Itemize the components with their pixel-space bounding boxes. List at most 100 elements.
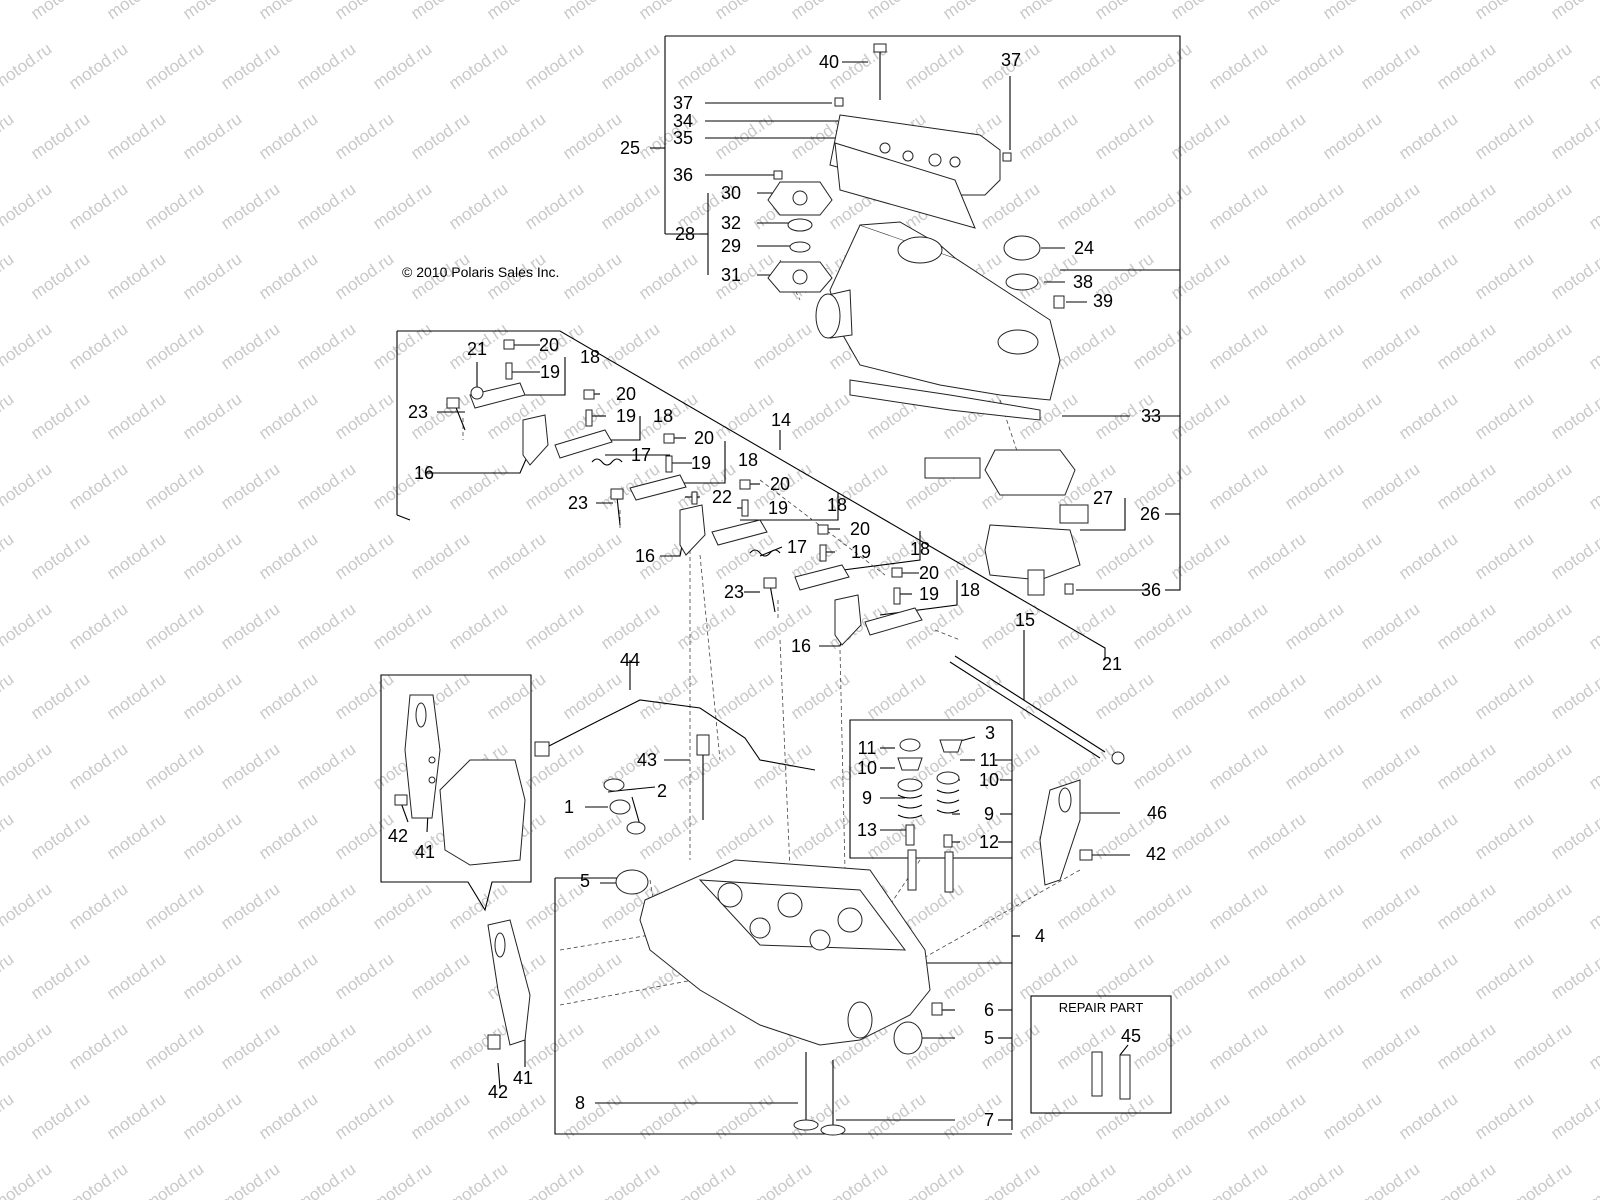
- watermark-text: motod.ru: [1243, 109, 1309, 163]
- watermark-text: motod.ru: [1129, 879, 1195, 933]
- watermark-text: motod.ru: [1167, 809, 1233, 863]
- callout-42-2: 42: [1146, 844, 1166, 864]
- callout-23-2: 23: [568, 493, 588, 513]
- watermark-text: motod.ru: [1091, 109, 1157, 163]
- watermark-text: motod.ru: [369, 179, 435, 233]
- watermark-text: motod.ru: [863, 669, 929, 723]
- watermark-text: motod.ru: [1281, 599, 1347, 653]
- watermark-text: motod.ru: [749, 739, 815, 793]
- watermark-text: motod.ru: [863, 0, 929, 23]
- watermark-text: motod.ru: [141, 739, 207, 793]
- watermark-text: motod.ru: [1585, 179, 1600, 233]
- watermark-text: motod.ru: [1471, 0, 1537, 23]
- watermark-text: motod.ru: [27, 0, 93, 23]
- watermark-text: motod.ru: [141, 459, 207, 513]
- watermark-text: motod.ru: [1585, 879, 1600, 933]
- watermark-text: motod.ru: [1319, 949, 1385, 1003]
- watermark-text: motod.ru: [1205, 179, 1271, 233]
- watermark-text: motod.ru: [1129, 39, 1195, 93]
- callout-31: 31: [721, 265, 741, 285]
- watermark-text: motod.ru: [673, 1159, 739, 1200]
- watermark-text: motod.ru: [445, 599, 511, 653]
- watermark-text: motod.ru: [559, 949, 625, 1003]
- callout-19-4: 19: [768, 498, 788, 518]
- watermark-text: motod.ru: [1357, 179, 1423, 233]
- watermark-text: motod.ru: [521, 39, 587, 93]
- watermark-text: motod.ru: [103, 529, 169, 583]
- watermark-text: motod.ru: [1319, 249, 1385, 303]
- watermark-text: motod.ru: [141, 879, 207, 933]
- callout-36-2: 36: [1141, 580, 1161, 600]
- callout-18-4: 18: [827, 495, 847, 515]
- watermark-text: motod.ru: [331, 529, 397, 583]
- watermark-text: motod.ru: [331, 389, 397, 443]
- watermark-text: motod.ru: [1357, 1159, 1423, 1200]
- watermark-text: motod.ru: [1129, 739, 1195, 793]
- watermark-text: motod.ru: [1471, 109, 1537, 163]
- watermark-text: motod.ru: [103, 249, 169, 303]
- callout-23-1: 23: [408, 402, 428, 422]
- watermark-text: motod.ru: [103, 1089, 169, 1143]
- watermark-text: motod.ru: [1243, 529, 1309, 583]
- watermark-text: motod.ru: [1509, 1159, 1575, 1200]
- watermark-text: motod.ru: [141, 1019, 207, 1073]
- watermark-text: motod.ru: [255, 0, 321, 23]
- watermark-text: motod.ru: [1547, 669, 1600, 723]
- watermark-text: motod.ru: [1053, 1159, 1119, 1200]
- watermark-text: motod.ru: [0, 529, 17, 583]
- watermark-text: motod.ru: [293, 1019, 359, 1073]
- watermark-text: motod.ru: [1319, 389, 1385, 443]
- watermark-text: motod.ru: [1585, 1019, 1600, 1073]
- watermark-text: motod.ru: [597, 1019, 663, 1073]
- callout-37-2: 37: [1001, 50, 1021, 70]
- watermark-text: motod.ru: [369, 1159, 435, 1200]
- watermark-text: motod.ru: [0, 669, 17, 723]
- callout-15: 15: [1015, 610, 1035, 630]
- watermark-text: motod.ru: [217, 879, 283, 933]
- watermark-text: motod.ru: [1319, 0, 1385, 23]
- watermark-text: motod.ru: [483, 109, 549, 163]
- watermark-text: motod.ru: [1433, 39, 1499, 93]
- watermark-text: motod.ru: [179, 109, 245, 163]
- watermark-text: motod.ru: [1015, 0, 1081, 23]
- watermark-text: motod.ru: [1129, 179, 1195, 233]
- watermark-text: motod.ru: [0, 1019, 55, 1073]
- watermark-text: motod.ru: [293, 459, 359, 513]
- callout-18-6: 18: [960, 580, 980, 600]
- watermark-text: motod.ru: [1281, 459, 1347, 513]
- callout-19-6: 19: [919, 584, 939, 604]
- watermark-text: motod.ru: [1281, 1159, 1347, 1200]
- watermark-text: motod.ru: [1243, 669, 1309, 723]
- watermark-text: motod.ru: [1395, 389, 1461, 443]
- copyright-text: © 2010 Polaris Sales Inc.: [402, 264, 559, 280]
- callout-11-1: 11: [858, 738, 877, 758]
- callout-21-1: 21: [467, 339, 487, 359]
- callout-39: 39: [1093, 291, 1113, 311]
- watermark-text: motod.ru: [217, 1019, 283, 1073]
- watermark-text: motod.ru: [1091, 529, 1157, 583]
- watermark-text: motod.ru: [1053, 1019, 1119, 1073]
- watermark-text: motod.ru: [293, 1159, 359, 1200]
- callout-20-1: 20: [539, 335, 559, 355]
- callout-13: 13: [857, 820, 877, 840]
- watermark-text: motod.ru: [0, 1089, 17, 1143]
- watermark-text: motod.ru: [407, 0, 473, 23]
- watermark-text: motod.ru: [1433, 739, 1499, 793]
- watermark-text: motod.ru: [293, 179, 359, 233]
- callout-10-2: 10: [979, 770, 999, 790]
- watermark-text: motod.ru: [1015, 949, 1081, 1003]
- watermark-text: motod.ru: [369, 879, 435, 933]
- watermark-text: motod.ru: [331, 949, 397, 1003]
- watermark-text: motod.ru: [27, 529, 93, 583]
- watermark-text: motod.ru: [787, 669, 853, 723]
- callout-22: 22: [712, 487, 732, 507]
- watermark-text: motod.ru: [445, 1019, 511, 1073]
- callout-45: 45: [1121, 1026, 1141, 1046]
- watermark-text: motod.ru: [1091, 0, 1157, 23]
- watermark-text: motod.ru: [0, 459, 55, 513]
- watermark-text: motod.ru: [1357, 739, 1423, 793]
- watermark-text: motod.ru: [103, 0, 169, 23]
- watermark-text: motod.ru: [141, 599, 207, 653]
- watermark-text: motod.ru: [1585, 459, 1600, 513]
- watermark-text: motod.ru: [103, 389, 169, 443]
